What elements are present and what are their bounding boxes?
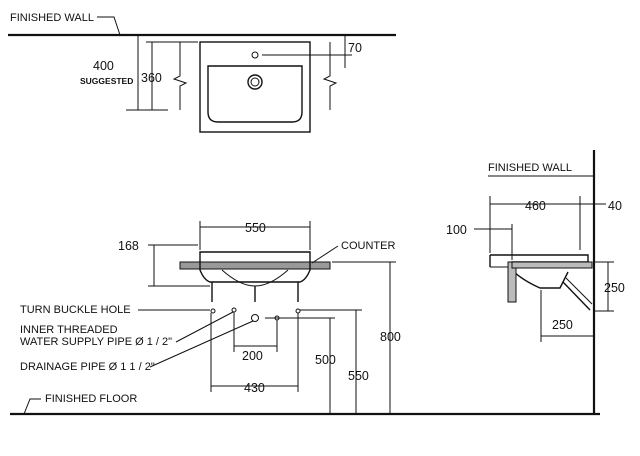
drainage-leader [149,320,254,368]
drain-inner-top [250,77,260,87]
finished-floor-leader [23,398,41,415]
dim-550h-text: 550 [348,369,369,383]
side-drain-pipe-2 [565,277,593,305]
inner-threaded-label-2: WATER SUPPLY PIPE Ø 1 / 2" [20,336,172,348]
turn-buckle-hole-left [210,308,216,314]
turn-buckle-hole-label: TURN BUCKLE HOLE [20,304,131,316]
finished-wall-label-side: FINISHED WALL [488,162,572,174]
inner-threaded-leader [175,311,234,343]
basin-front-body [199,251,311,283]
dim-460-text: 460 [525,199,546,213]
break-mark-left [172,42,188,110]
dim-70-text: 70 [348,41,362,55]
water-supply-hole-left [231,307,237,313]
drain-outer-top [247,74,263,90]
finished-wall-label-top: FINISHED WALL [10,12,94,24]
counter-label: COUNTER [341,240,395,252]
dim-100-text: 100 [446,223,467,237]
counter-leader [311,245,339,264]
drainage-hole [251,314,259,322]
basin-side-body [490,254,589,289]
dim-250v-text: 250 [604,281,625,295]
break-mark-right [322,42,338,110]
dim-800-text: 800 [380,330,401,344]
finished-wall-leader-top [97,16,121,36]
dim-430-text: 430 [244,381,265,395]
dim-360-text: 360 [141,71,162,85]
suggested-label: SUGGESTED [80,76,133,86]
dim-500-text: 500 [315,353,336,367]
counter-slab [179,261,331,270]
side-drain-pipe [562,281,591,311]
dim-200-text: 200 [242,349,263,363]
counter-top-section [511,261,593,269]
basin-front-bowl [221,269,289,287]
turn-buckle-hole-right [295,308,301,314]
side-view: FINISHED WALL 460 40 100 250 250 [446,150,625,414]
front-view: 550 168 COUNTER TURN BUCKLE HOLE INNER T… [20,221,401,414]
inner-threaded-label-1: INNER THREADED [20,324,118,336]
basin-top-outline [199,41,311,133]
drainage-pipe-label: DRAINAGE PIPE Ø 1 1 / 2" [20,361,155,373]
dim-40-text: 40 [608,199,622,213]
finished-floor-label: FINISHED FLOOR [45,393,137,405]
tap-hole-top [251,51,259,59]
dim-250h-text: 250 [552,318,573,332]
dim-550w-text: 550 [245,221,266,235]
dim-400-text: 400 [93,59,114,73]
basin-top-bowl [207,65,303,123]
top-view: FINISHED WALL 400 SUGGESTED 360 70 [8,12,396,133]
dim-168-text: 168 [118,239,139,253]
